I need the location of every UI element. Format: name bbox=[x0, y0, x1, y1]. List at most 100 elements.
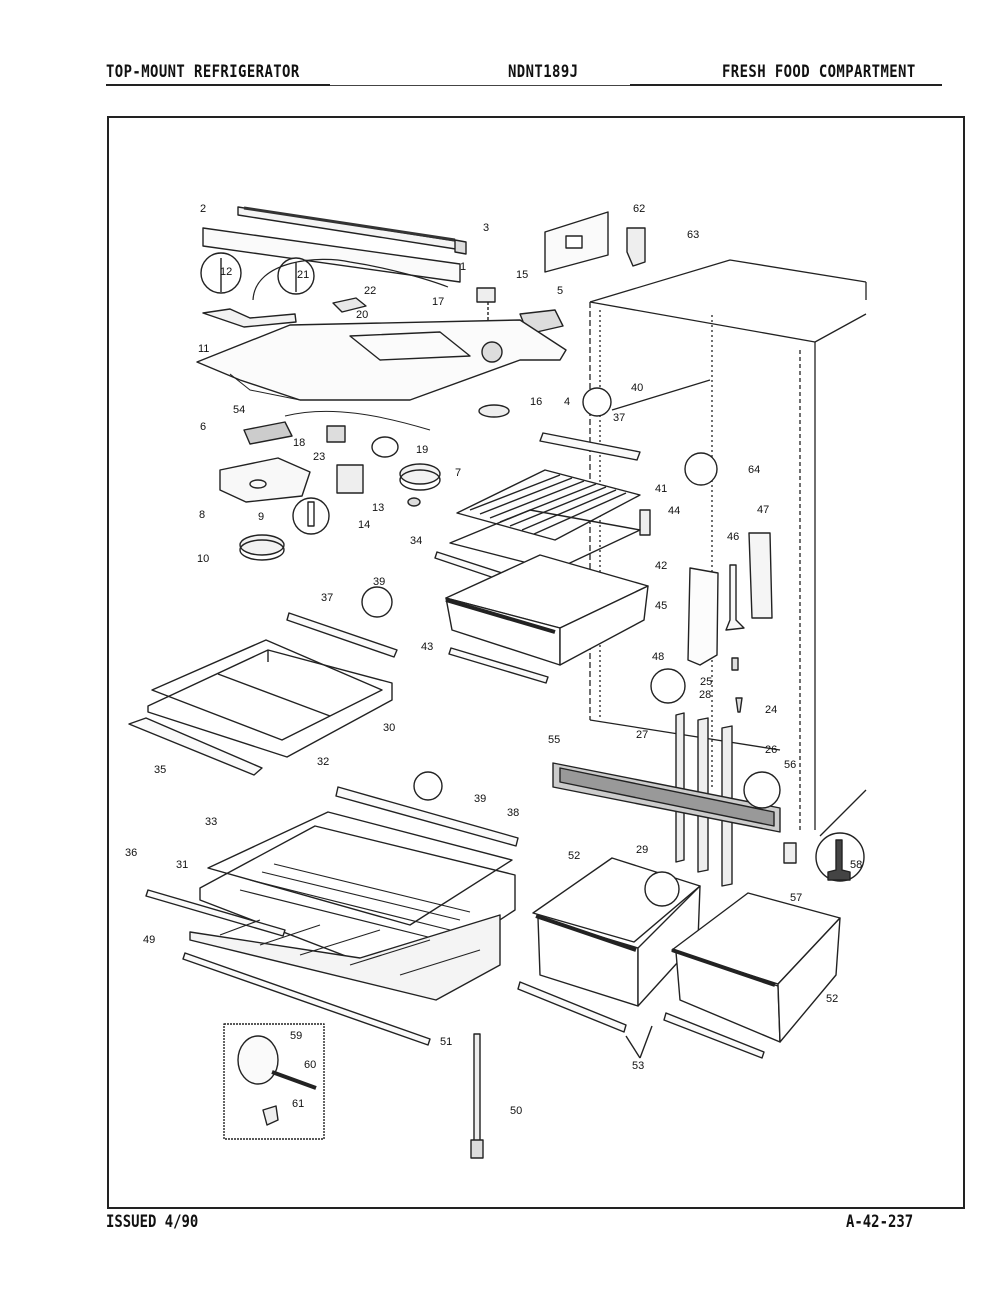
callout-part-59[interactable]: 59 bbox=[290, 1030, 303, 1042]
header-underline-mid bbox=[330, 85, 630, 86]
header-title-left: TOP-MOUNT REFRIGERATOR bbox=[106, 62, 300, 82]
callout-part-37[interactable]: 37 bbox=[321, 592, 334, 604]
detail-circle-39-lower bbox=[413, 771, 443, 801]
callout-part-63[interactable]: 63 bbox=[687, 229, 700, 241]
detail-circle-39-upper bbox=[361, 586, 393, 618]
part-temperature-dial bbox=[399, 463, 441, 485]
callout-part-29[interactable]: 29 bbox=[636, 844, 649, 856]
callout-part-64[interactable]: 64 bbox=[748, 464, 761, 476]
callout-part-34[interactable]: 34 bbox=[410, 535, 423, 547]
callout-part-1[interactable]: 1 bbox=[460, 261, 467, 273]
callout-part-4[interactable]: 4 bbox=[564, 396, 571, 408]
callout-part-25[interactable]: 25 bbox=[700, 676, 713, 688]
callout-part-20[interactable]: 20 bbox=[356, 309, 369, 321]
part-glass-shelf-upper bbox=[128, 586, 398, 776]
part-crisper-cover-shelf bbox=[145, 771, 519, 1046]
callout-part-52[interactable]: 52 bbox=[568, 850, 581, 862]
callout-part-46[interactable]: 46 bbox=[727, 531, 740, 543]
callout-part-17[interactable]: 17 bbox=[432, 296, 445, 308]
part-crisper-front-trim-51 bbox=[182, 952, 431, 1046]
callout-part-6[interactable]: 6 bbox=[200, 421, 207, 433]
callout-part-30[interactable]: 30 bbox=[383, 722, 396, 734]
callout-part-27[interactable]: 27 bbox=[636, 729, 649, 741]
part-crisper-trim-right bbox=[663, 1012, 765, 1059]
callout-part-33[interactable]: 33 bbox=[205, 816, 218, 828]
callout-part-39[interactable]: 39 bbox=[474, 793, 487, 805]
callout-part-3[interactable]: 3 bbox=[483, 222, 490, 234]
part-leveling-bracket bbox=[783, 842, 797, 864]
callout-part-23[interactable]: 23 bbox=[313, 451, 326, 463]
header-section-title: FRESH FOOD COMPARTMENT bbox=[722, 62, 916, 82]
callout-part-36[interactable]: 36 bbox=[125, 847, 138, 859]
callout-part-39[interactable]: 39 bbox=[373, 576, 386, 588]
footer-page-code: A-42-237 bbox=[846, 1212, 914, 1232]
detail-circle-40 bbox=[582, 387, 612, 417]
callout-part-11[interactable]: 11 bbox=[198, 343, 210, 355]
callout-part-5[interactable]: 5 bbox=[557, 285, 564, 297]
callout-part-24[interactable]: 24 bbox=[765, 704, 778, 716]
callout-part-21[interactable]: 21 bbox=[297, 269, 310, 281]
callout-part-47[interactable]: 47 bbox=[757, 504, 770, 516]
callout-part-32[interactable]: 32 bbox=[317, 756, 330, 768]
callout-part-62[interactable]: 62 bbox=[633, 203, 646, 215]
callout-part-14[interactable]: 14 bbox=[358, 519, 371, 531]
part-crisper-left bbox=[532, 857, 701, 1007]
callout-part-40[interactable]: 40 bbox=[631, 382, 644, 394]
part-damper-bracket bbox=[748, 532, 773, 619]
callout-part-35[interactable]: 35 bbox=[154, 764, 167, 776]
callout-part-56[interactable]: 56 bbox=[784, 759, 797, 771]
part-lamp-socket bbox=[326, 425, 346, 443]
header-model-number: NDNT189J bbox=[508, 62, 579, 82]
callout-part-41[interactable]: 41 bbox=[655, 483, 668, 495]
callout-part-44[interactable]: 44 bbox=[668, 505, 681, 517]
callout-part-58[interactable]: 58 bbox=[850, 859, 863, 871]
part-pan-trim bbox=[448, 647, 549, 684]
callout-part-60[interactable]: 60 bbox=[304, 1059, 317, 1071]
callout-part-31[interactable]: 31 bbox=[176, 859, 189, 871]
part-thermostat bbox=[243, 421, 293, 445]
callout-part-61[interactable]: 61 bbox=[292, 1098, 305, 1110]
footer-issued-date: ISSUED 4/90 bbox=[106, 1212, 199, 1232]
callout-part-12[interactable]: 12 bbox=[220, 266, 233, 278]
callout-part-38[interactable]: 38 bbox=[507, 807, 520, 819]
detail-circle-29 bbox=[644, 871, 680, 907]
callout-part-18[interactable]: 18 bbox=[293, 437, 306, 449]
part-control-bracket bbox=[476, 287, 496, 303]
callout-part-22[interactable]: 22 bbox=[364, 285, 377, 297]
callout-part-26[interactable]: 26 bbox=[765, 744, 778, 756]
callout-part-45[interactable]: 45 bbox=[655, 600, 668, 612]
part-crisper-right bbox=[671, 892, 841, 1043]
callout-part-51[interactable]: 51 bbox=[440, 1036, 453, 1048]
diagram-frame bbox=[107, 116, 965, 1209]
callout-part-8[interactable]: 8 bbox=[199, 509, 206, 521]
callout-part-9[interactable]: 9 bbox=[258, 511, 265, 523]
callout-part-42[interactable]: 42 bbox=[655, 560, 668, 572]
part-crisper-cover-grid-49 bbox=[189, 914, 501, 1001]
detail-circle-56 bbox=[743, 771, 781, 809]
callout-part-37[interactable]: 37 bbox=[613, 412, 626, 424]
callout-part-50[interactable]: 50 bbox=[510, 1105, 523, 1117]
part-roller-clip bbox=[262, 1105, 279, 1126]
part-cabinet-rod bbox=[473, 1033, 481, 1147]
callout-part-28[interactable]: 28 bbox=[699, 689, 712, 701]
callout-part-49[interactable]: 49 bbox=[143, 934, 156, 946]
callout-part-2[interactable]: 2 bbox=[200, 203, 207, 215]
part-shelf-trim-38 bbox=[335, 786, 519, 847]
part-cover-strip bbox=[202, 308, 297, 328]
callout-part-55[interactable]: 55 bbox=[548, 734, 561, 746]
callout-part-57[interactable]: 57 bbox=[790, 892, 803, 904]
callout-part-53[interactable]: 53 bbox=[632, 1060, 645, 1072]
callout-part-54[interactable]: 54 bbox=[233, 404, 246, 416]
callout-part-15[interactable]: 15 bbox=[516, 269, 529, 281]
callout-part-19[interactable]: 19 bbox=[416, 444, 429, 456]
callout-part-10[interactable]: 10 bbox=[197, 553, 210, 565]
callout-part-48[interactable]: 48 bbox=[652, 651, 665, 663]
callout-part-13[interactable]: 13 bbox=[372, 502, 385, 514]
header-underline-right bbox=[630, 84, 942, 86]
callout-part-52[interactable]: 52 bbox=[826, 993, 839, 1005]
callout-part-43[interactable]: 43 bbox=[421, 641, 434, 653]
callout-part-16[interactable]: 16 bbox=[530, 396, 543, 408]
part-hinge-bracket bbox=[626, 227, 646, 267]
callout-part-7[interactable]: 7 bbox=[455, 467, 462, 479]
